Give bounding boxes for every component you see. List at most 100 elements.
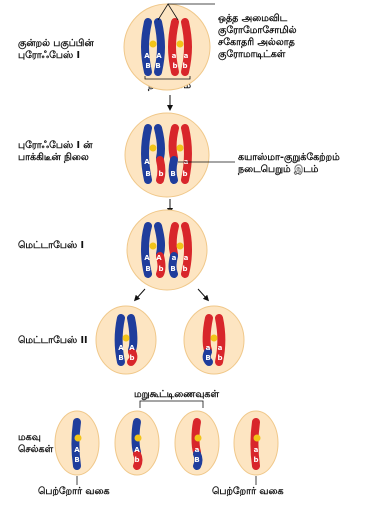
gamete-cell: a b: [233, 410, 279, 485]
gamete-cell: a B: [174, 410, 220, 476]
allele-label: B: [74, 456, 79, 464]
cell-circle: [124, 112, 210, 198]
red-chromatid: [156, 252, 166, 278]
centromere: [176, 242, 184, 250]
non-sister-note-line4: குரோமாடிட்கள்: [218, 49, 286, 60]
allele-label: b: [253, 456, 258, 464]
prophase-label: குன்றல் பகுப்பின் புரோஃபேஸ் I: [18, 38, 94, 62]
blue-chromosome: [141, 18, 165, 76]
allele-label: a: [184, 52, 189, 60]
allele-label: B: [145, 265, 150, 273]
centromere: [149, 144, 157, 152]
cell-circle: [126, 209, 208, 291]
pachytene-cell: A a B b B b: [124, 112, 235, 198]
blue-chromatid: [168, 252, 178, 278]
centromere: [149, 242, 157, 250]
allele-label: a: [184, 254, 189, 262]
allele-label: a: [195, 446, 200, 454]
allele-label: b: [158, 265, 163, 273]
crossing-over-stage-label-line2: பாக்கிடீன் நிலை: [18, 152, 89, 163]
parental-type-label-left: பெற்றோர் வகை: [38, 486, 110, 497]
allele-label: b: [158, 170, 163, 178]
allele-label: b: [172, 62, 177, 70]
allele-label: A: [144, 254, 150, 262]
red-chromatid: [168, 124, 179, 162]
centromere: [149, 40, 157, 48]
metaphase2-cell-right: a a B b: [183, 305, 245, 375]
non-sister-note-line3: சகோதரி அல்லாத: [218, 37, 295, 48]
metaphase1-label: மெட்டாபேஸ் I: [18, 240, 84, 251]
allele-label: B: [194, 456, 199, 464]
chiasma-note-line2: நடைபெறும் இடம்: [238, 164, 319, 175]
allele-label: A: [156, 254, 162, 262]
red-chromatid: [168, 222, 179, 258]
allele-label: B: [170, 170, 175, 178]
allele-label: b: [182, 62, 187, 70]
centromere: [176, 144, 184, 152]
metaphase2-cell-left: A A B b: [95, 305, 157, 375]
recombinants-label: மறுகூட்டிணைவுகள்: [134, 389, 220, 400]
red-chromatid: [181, 222, 192, 278]
allele-label: B: [170, 265, 175, 273]
red-chromatid: [156, 156, 166, 184]
allele-label: A: [144, 158, 150, 166]
chiasma-note: கயாஸ்மா-குறுக்கேற்றம் நடைபெறும் இடம்: [238, 152, 340, 176]
gametes-label-line1: மகவு: [18, 432, 41, 443]
allele-label: A: [118, 344, 124, 352]
allele-label: b: [182, 265, 187, 273]
non-sister-note-line2: குரோமோசோமில்: [218, 25, 297, 36]
prophase-label-line1: குன்றல் பகுப்பின்: [18, 38, 94, 49]
allele-label: a: [218, 344, 223, 352]
recombinants-bracket: [139, 400, 204, 408]
centromere: [194, 434, 202, 442]
allele-label: a: [254, 446, 259, 454]
blue-chromatid: [154, 222, 166, 258]
allele-label: A: [134, 446, 140, 454]
centromere: [210, 334, 218, 342]
allele-label: A: [129, 344, 135, 352]
allele-label: b: [217, 354, 222, 362]
blue-chromatid: [141, 124, 152, 184]
red-chromosome: [168, 18, 192, 76]
blue-chromatid: [154, 124, 166, 162]
parental-type-label-right: பெற்றோர் வகை: [212, 486, 284, 497]
prophase-label-line2: புரோஃபேஸ் I: [18, 50, 80, 61]
allele-label: A: [156, 52, 162, 60]
centromere: [253, 434, 261, 442]
centromere: [74, 434, 82, 442]
metaphase2-label: மெட்டாபேஸ் II: [18, 335, 88, 346]
crossing-over-stage-label-line1: புரோஃபேஸ் I ன்: [18, 140, 93, 151]
gametes-label: மகவு செல்கள்: [18, 432, 53, 456]
gametes-label-line2: செல்கள்: [18, 444, 54, 455]
tetrad-bracket: [144, 76, 191, 80]
allele-label: b: [182, 170, 187, 178]
allele-label: b: [129, 354, 134, 362]
allele-label: A: [74, 446, 80, 454]
blue-chromatid: [141, 222, 152, 278]
allele-label: b: [134, 456, 139, 464]
centromere: [122, 334, 130, 342]
blue-chromatid: [168, 156, 178, 184]
allele-label: a: [172, 254, 177, 262]
non-sister-chromatids-note: ஒத்த அமைவிட குரோமோசோமில் சகோதரி அல்லாத க…: [218, 13, 297, 61]
gamete-cell: A b: [114, 410, 160, 476]
allele-label: B: [145, 62, 150, 70]
allele-label: B: [145, 170, 150, 178]
centromere: [134, 434, 142, 442]
allele-label: B: [155, 62, 160, 70]
cell-circle: [123, 3, 211, 91]
allele-label: a: [206, 344, 211, 352]
allele-label: A: [144, 52, 150, 60]
allele-label: B: [205, 354, 210, 362]
metaphase1-cell: A A a a B b B b: [126, 209, 208, 291]
allele-label: B: [118, 354, 123, 362]
red-chromatid: [181, 124, 192, 184]
centromere: [176, 40, 184, 48]
prophase1-cell: A A a a B B b b: [123, 3, 215, 91]
chiasma-note-line1: கயாஸ்மா-குறுக்கேற்றம்: [238, 152, 340, 163]
allele-label: a: [172, 52, 177, 60]
arrow-diagonal-icon: [197, 288, 210, 302]
gamete-cell: A B: [54, 410, 100, 485]
arrow-diagonal-icon: [133, 288, 146, 302]
